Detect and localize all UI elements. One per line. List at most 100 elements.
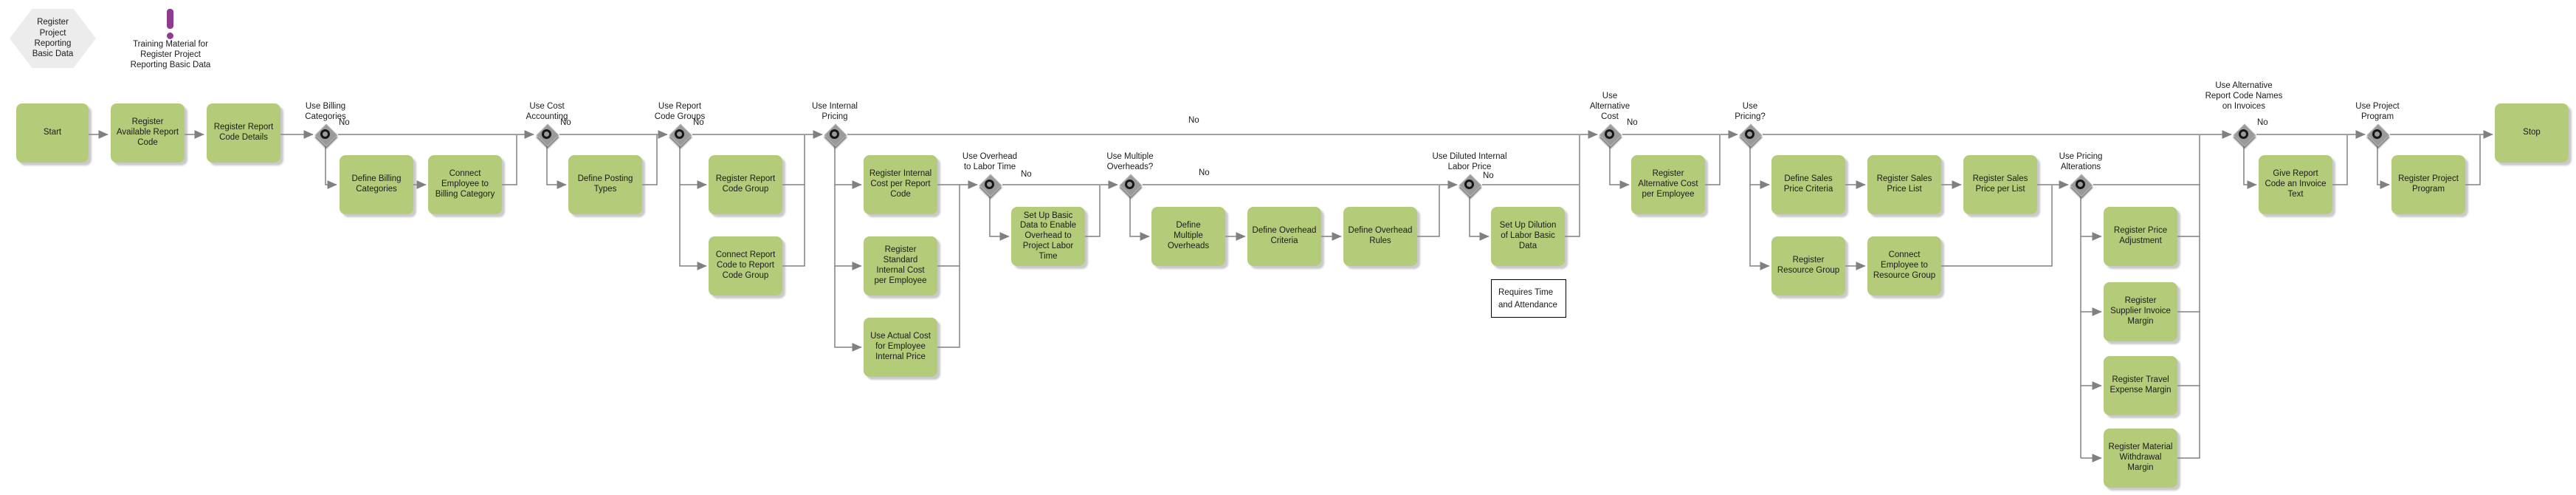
- no-label-use-billing-categories: No: [339, 118, 350, 127]
- gateway-circle-icon: [2239, 129, 2248, 139]
- decision-label-use-alternative-cost: Use Alternative Cost: [1589, 92, 1630, 121]
- connector: [325, 145, 337, 189]
- connector: [1129, 197, 1150, 241]
- decision-use-overhead-to-labor-time[interactable]: [979, 174, 1002, 197]
- connector: [1469, 197, 1490, 241]
- connector: [1609, 145, 1630, 189]
- connector: [1705, 135, 1721, 185]
- task-register-alternative-cost-per-employee[interactable]: Register Alternative Cost per Employee: [1631, 155, 1705, 214]
- connector: [679, 145, 707, 189]
- task-stop[interactable]: Stop: [2495, 103, 2569, 163]
- connector: [782, 185, 805, 267]
- no-label-use-alternative-report-code-names: No: [2257, 118, 2268, 127]
- task-register-report-code-details[interactable]: Register Report Code Details: [207, 103, 280, 163]
- task-set-up-dilution-of-labor-basic-data[interactable]: Set Up Dilution of Labor Basic Data: [1491, 207, 1565, 266]
- connector: [834, 145, 862, 189]
- no-label-use-cost-accounting: No: [560, 118, 571, 127]
- connector: [642, 135, 658, 185]
- decision-label-use-project-program: Use Project Program: [2355, 102, 2400, 121]
- task-register-material-withdrawal-margin[interactable]: Register Material Withdrawal Margin: [2104, 429, 2177, 488]
- task-register-price-adjustment[interactable]: Register Price Adjustment: [2104, 207, 2177, 266]
- connector: [1417, 185, 1440, 237]
- decision-label-use-alternative-report-code-names: Use Alternative Report Code Names on Inv…: [2205, 81, 2283, 111]
- exclamation-icon: [167, 9, 173, 29]
- decision-label-use-diluted-internal-labor-price: Use Diluted Internal Labor Price: [1432, 152, 1507, 171]
- decision-use-cost-accounting[interactable]: [536, 123, 559, 147]
- task-define-sales-price-criteria[interactable]: Define Sales Price Criteria: [1771, 155, 1845, 214]
- no-label-use-internal-pricing: No: [1188, 116, 1199, 125]
- connector: [2332, 135, 2348, 185]
- gateway-circle-icon: [1745, 129, 1754, 139]
- decision-use-pricing[interactable]: [1739, 123, 1763, 147]
- gateway-circle-icon: [2372, 129, 2382, 139]
- task-register-available-report-code[interactable]: Register Available Report Code: [111, 103, 185, 163]
- task-register-sales-price-per-list[interactable]: Register Sales Price per List: [1963, 155, 2037, 214]
- task-define-multiple-overheads[interactable]: Define Multiple Overheads: [1151, 207, 1225, 266]
- gateway-circle-icon: [320, 129, 330, 139]
- gateway-circle-icon: [1125, 180, 1134, 189]
- connector: [2377, 145, 2390, 189]
- no-label-use-multiple-overheads: No: [1199, 168, 1210, 177]
- exclamation-dot-icon: [167, 33, 173, 39]
- task-register-standard-internal-cost-per-employee[interactable]: Register Standard Internal Cost per Empl…: [864, 236, 937, 296]
- gateway-circle-icon: [830, 129, 839, 139]
- connector: [782, 135, 805, 185]
- no-label-use-report-code-groups: No: [693, 118, 704, 127]
- task-define-billing-categories[interactable]: Define Billing Categories: [340, 155, 413, 214]
- task-register-project-program[interactable]: Register Project Program: [2391, 155, 2465, 214]
- decision-label-use-internal-pricing: Use Internal Pricing: [811, 102, 858, 121]
- connector: [1085, 185, 1101, 237]
- decision-use-internal-pricing[interactable]: [824, 123, 847, 147]
- task-register-travel-expense-margin[interactable]: Register Travel Expense Margin: [2104, 356, 2177, 415]
- task-give-report-code-an-invoice-text[interactable]: Give Report Code an Invoice Text: [2259, 155, 2332, 214]
- task-set-up-basic-data-to-enable-overhead[interactable]: Set Up Basic Data to Enable Overhead to …: [1011, 207, 1085, 266]
- task-register-report-code-group[interactable]: Register Report Code Group: [709, 155, 782, 214]
- decision-label-use-overhead-to-labor-time: Use Overhead to Labor Time: [962, 152, 1018, 171]
- task-register-internal-cost-per-report-code[interactable]: Register Internal Cost per Report Code: [864, 155, 937, 214]
- no-label-use-diluted-internal-labor-price: No: [1483, 171, 1494, 180]
- connector: [502, 135, 517, 185]
- task-define-posting-types[interactable]: Define Posting Types: [568, 155, 642, 214]
- gateway-circle-icon: [675, 129, 684, 139]
- connector: [1749, 145, 1770, 189]
- decision-label-use-billing-categories: Use Billing Categories: [305, 102, 346, 121]
- task-define-overhead-rules[interactable]: Define Overhead Rules: [1343, 207, 1417, 266]
- gateway-circle-icon: [1464, 180, 1474, 189]
- no-label-use-overhead-to-labor-time: No: [1021, 170, 1032, 179]
- decision-label-use-pricing: Use Pricing?: [1735, 102, 1766, 121]
- training-material-label: Training Material for Register Project R…: [130, 40, 211, 69]
- connector: [679, 185, 707, 270]
- decision-use-alternative-cost[interactable]: [1599, 123, 1622, 147]
- decision-use-billing-categories[interactable]: [314, 123, 338, 147]
- task-connect-employee-to-billing-category[interactable]: Connect Employee to Billing Category: [428, 155, 502, 214]
- training-material-icon[interactable]: [167, 9, 173, 39]
- connector: [2177, 185, 2200, 459]
- gateway-circle-icon: [542, 129, 551, 139]
- connector: [1749, 185, 1770, 270]
- task-connect-employee-to-resource-group[interactable]: Connect Employee to Resource Group: [1867, 236, 1941, 296]
- decision-use-diluted-internal-labor-price[interactable]: [1459, 174, 1482, 197]
- gateway-circle-icon: [2076, 180, 2085, 189]
- gateway-circle-icon: [1605, 129, 1614, 139]
- task-start[interactable]: Start: [16, 103, 89, 163]
- task-register-supplier-invoice-margin[interactable]: Register Supplier Invoice Margin: [2104, 282, 2177, 341]
- task-use-actual-cost-for-employee-internal-price[interactable]: Use Actual Cost for Employee Internal Pr…: [864, 318, 937, 377]
- note-requires-time-and-attendance: Requires Time and Attendance: [1491, 279, 1566, 318]
- decision-use-pricing-alterations[interactable]: [2070, 174, 2093, 197]
- connector: [1941, 185, 2053, 267]
- decision-use-multiple-overheads[interactable]: [1119, 174, 1143, 197]
- task-connect-report-code-to-report-code-group[interactable]: Connect Report Code to Report Code Group: [709, 236, 782, 296]
- connector: [1482, 135, 1580, 185]
- task-register-resource-group[interactable]: Register Resource Group: [1771, 236, 1845, 296]
- decision-label-use-multiple-overheads: Use Multiple Overheads?: [1106, 152, 1154, 171]
- connector: [2243, 145, 2257, 189]
- decision-label-use-cost-accounting: Use Cost Accounting: [526, 102, 568, 121]
- decision-use-report-code-groups[interactable]: [669, 123, 692, 147]
- decision-use-project-program[interactable]: [2366, 123, 2390, 147]
- task-register-sales-price-list[interactable]: Register Sales Price List: [1867, 155, 1941, 214]
- decision-label-use-report-code-groups: Use Report Code Groups: [654, 102, 706, 121]
- task-define-overhead-criteria[interactable]: Define Overhead Criteria: [1247, 207, 1321, 266]
- decision-use-alternative-report-code-names[interactable]: [2233, 123, 2256, 147]
